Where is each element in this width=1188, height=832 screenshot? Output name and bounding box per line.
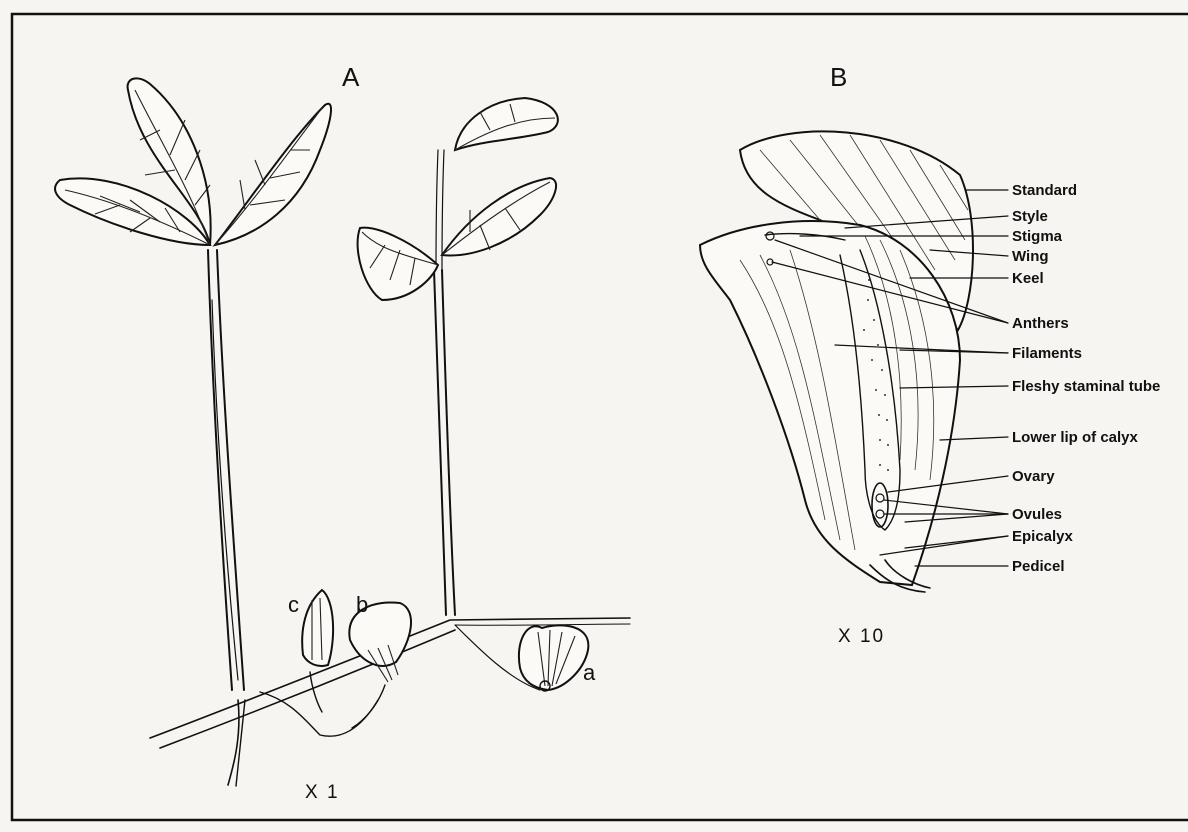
flower-c-drawing	[302, 590, 333, 712]
label-lower-lip: Lower lip of calyx	[1012, 429, 1139, 446]
panel-b: B	[700, 62, 1160, 647]
label-filaments: Filaments	[1012, 345, 1082, 362]
label-stigma: Stigma	[1012, 228, 1063, 245]
label-keel: Keel	[1012, 270, 1044, 287]
flower-b-label: b	[356, 592, 368, 617]
label-standard: Standard	[1012, 182, 1077, 199]
label-ovules: Ovules	[1012, 506, 1062, 523]
right-plant-drawing	[358, 98, 558, 615]
flower-c-label: c	[288, 592, 299, 617]
label-pedicel: Pedicel	[1012, 558, 1065, 575]
label-wing: Wing	[1012, 248, 1049, 265]
label-epicalyx: Epicalyx	[1012, 528, 1074, 545]
panel-b-magnification: X 10	[838, 626, 885, 647]
label-anthers: Anthers	[1012, 315, 1069, 332]
panel-a-letter: A	[342, 62, 360, 92]
callout-labels: Standard Style Stigma Wing Keel Anthers …	[1012, 182, 1160, 575]
flower-b-drawing	[349, 603, 411, 728]
panel-a-magnification: X 1	[305, 782, 340, 803]
panel-a: A	[55, 62, 630, 803]
flower-section-drawing	[700, 131, 973, 592]
flower-a-label: a	[583, 660, 596, 685]
label-ovary: Ovary	[1012, 468, 1055, 485]
flower-a-drawing	[519, 625, 588, 691]
panel-b-letter: B	[830, 62, 847, 92]
label-style: Style	[1012, 208, 1048, 225]
label-staminal-tube: Fleshy staminal tube	[1012, 378, 1160, 395]
